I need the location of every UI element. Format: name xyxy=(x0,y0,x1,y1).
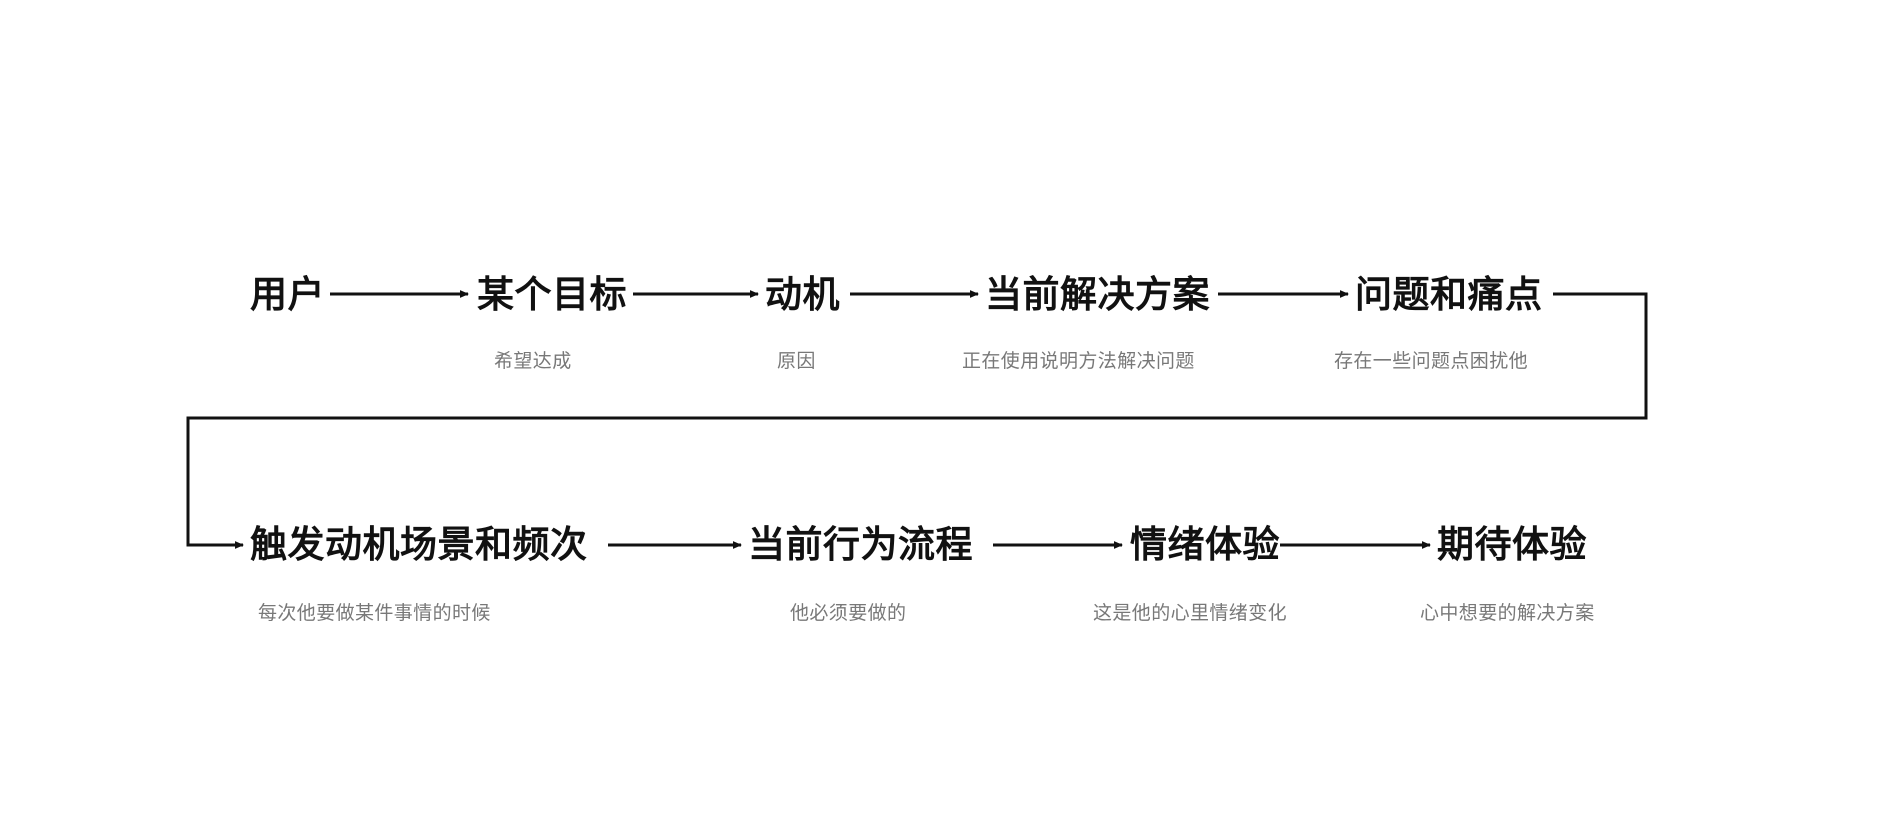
arrow-problems-wrap-to-trigger xyxy=(186,292,1648,549)
node-current-behavior-label: 当前行为流程 xyxy=(748,524,973,565)
node-expected[interactable]: 期待体验 xyxy=(1437,526,1587,563)
node-user[interactable]: 用户 xyxy=(250,276,325,313)
node-problems-pains-subtitle: 存在一些问题点困扰他 xyxy=(1334,351,1529,372)
node-trigger-scene-subtitle: 每次他要做某件事情的时候 xyxy=(258,603,491,624)
straight-arrows xyxy=(186,290,1648,549)
node-problems-pains-label: 问题和痛点 xyxy=(1355,274,1543,315)
node-goal[interactable]: 某个目标 xyxy=(477,276,627,313)
node-current-solution-label: 当前解决方案 xyxy=(985,274,1210,315)
node-problems-pains[interactable]: 问题和痛点 xyxy=(1355,276,1543,313)
node-goal-label: 某个目标 xyxy=(477,274,627,315)
node-current-solution[interactable]: 当前解决方案 xyxy=(985,276,1210,313)
node-motivation-subtitle: 原因 xyxy=(777,351,816,372)
node-current-behavior[interactable]: 当前行为流程 xyxy=(748,526,973,563)
node-current-solution-subtitle: 正在使用说明方法解决问题 xyxy=(962,351,1195,372)
node-trigger-scene-label: 触发动机场景和频次 xyxy=(250,524,588,565)
node-motivation-label: 动机 xyxy=(765,274,840,315)
node-emotion-label: 情绪体验 xyxy=(1130,524,1280,565)
node-trigger-scene[interactable]: 触发动机场景和频次 xyxy=(250,526,588,563)
node-emotion[interactable]: 情绪体验 xyxy=(1130,526,1280,563)
node-current-behavior-subtitle: 他必须要做的 xyxy=(790,603,907,624)
node-emotion-subtitle: 这是他的心里情绪变化 xyxy=(1093,603,1288,624)
node-motivation[interactable]: 动机 xyxy=(765,276,840,313)
node-expected-subtitle: 心中想要的解决方案 xyxy=(1420,603,1595,624)
node-user-label: 用户 xyxy=(250,274,325,315)
node-expected-label: 期待体验 xyxy=(1437,524,1587,565)
node-goal-subtitle: 希望达成 xyxy=(494,351,572,372)
